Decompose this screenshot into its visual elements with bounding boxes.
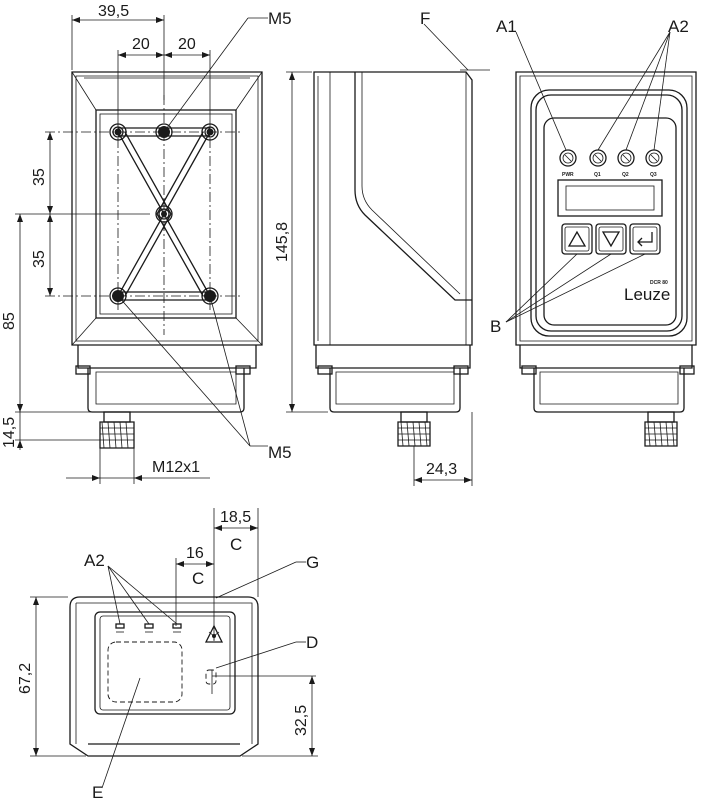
front-view: PWR Q1 Q2 Q3 DCR 80 Leuze [515,71,697,447]
dim-85: 85 [1,312,18,330]
dim-24-3: 24,3 [426,461,457,478]
optics-view-dimensions: 18,5 C 16 C A2 G D 67,2 32,5 E [17,508,319,800]
label-b: B [490,317,501,336]
dim-67-2: 67,2 [17,663,34,694]
led-pwr [559,149,577,167]
label-a2-top: A2 [668,17,689,36]
dim-m12x1: M12x1 [152,459,200,476]
led-window-3 [172,623,182,629]
led-label-q3: Q3 [650,172,657,178]
enter-key-icon[interactable] [629,223,661,255]
dim-14-5: 14,5 [1,417,18,448]
label-m5-bottom: M5 [268,443,292,462]
m5-hole-top-right [201,123,219,141]
m5-hole-top-left [109,123,127,141]
dim-18-5: 18,5 [220,509,251,526]
dim-145-8: 145,8 [274,222,291,262]
label-e: E [92,783,103,800]
back-view [45,71,263,449]
led-q1 [589,149,607,167]
label-a1: A1 [496,17,517,36]
brand-small-text: DCR 80 [650,280,668,286]
led-window-2 [144,623,154,629]
dim-16: 16 [186,545,204,562]
label-g: G [306,553,319,572]
label-c-upper: C [230,535,242,554]
up-arrow-key-icon[interactable] [561,223,593,255]
front-view-labels: A1 A2 B [490,17,689,336]
led-q3 [645,149,663,167]
label-f: F [420,9,430,28]
reading-window [107,641,183,703]
down-arrow-key-icon[interactable] [595,223,627,255]
side-view [313,71,473,447]
display-window [557,179,663,217]
m12-connector-side [397,411,431,447]
label-d: D [306,633,318,652]
m5-hole-center [155,205,173,223]
dim-20-left: 20 [132,36,150,53]
side-view-dimensions: 145,8 24,3 F [274,9,490,486]
dim-32-5: 32,5 [293,705,310,736]
led-window-1 [115,623,125,629]
label-c-lower: C [192,569,204,588]
dim-35-lower: 35 [31,250,48,268]
brand-logo: Leuze [624,285,670,304]
dim-20-right: 20 [178,36,196,53]
m12-connector-front [644,411,678,447]
led-label-q1: Q1 [594,172,601,178]
optics-view [69,596,316,757]
led-q2 [617,149,635,167]
led-label-q2: Q2 [622,172,629,178]
dim-39-5: 39,5 [98,3,129,20]
m12-connector-back [99,411,135,449]
label-m5-top: M5 [268,9,292,28]
label-a2-bottom: A2 [84,551,105,570]
dim-35-upper: 35 [31,168,48,186]
back-view-dimensions: 39,5 20 20 35 35 85 14,5 M12x1 M5 [1,3,292,484]
led-label-pwr: PWR [562,172,574,178]
